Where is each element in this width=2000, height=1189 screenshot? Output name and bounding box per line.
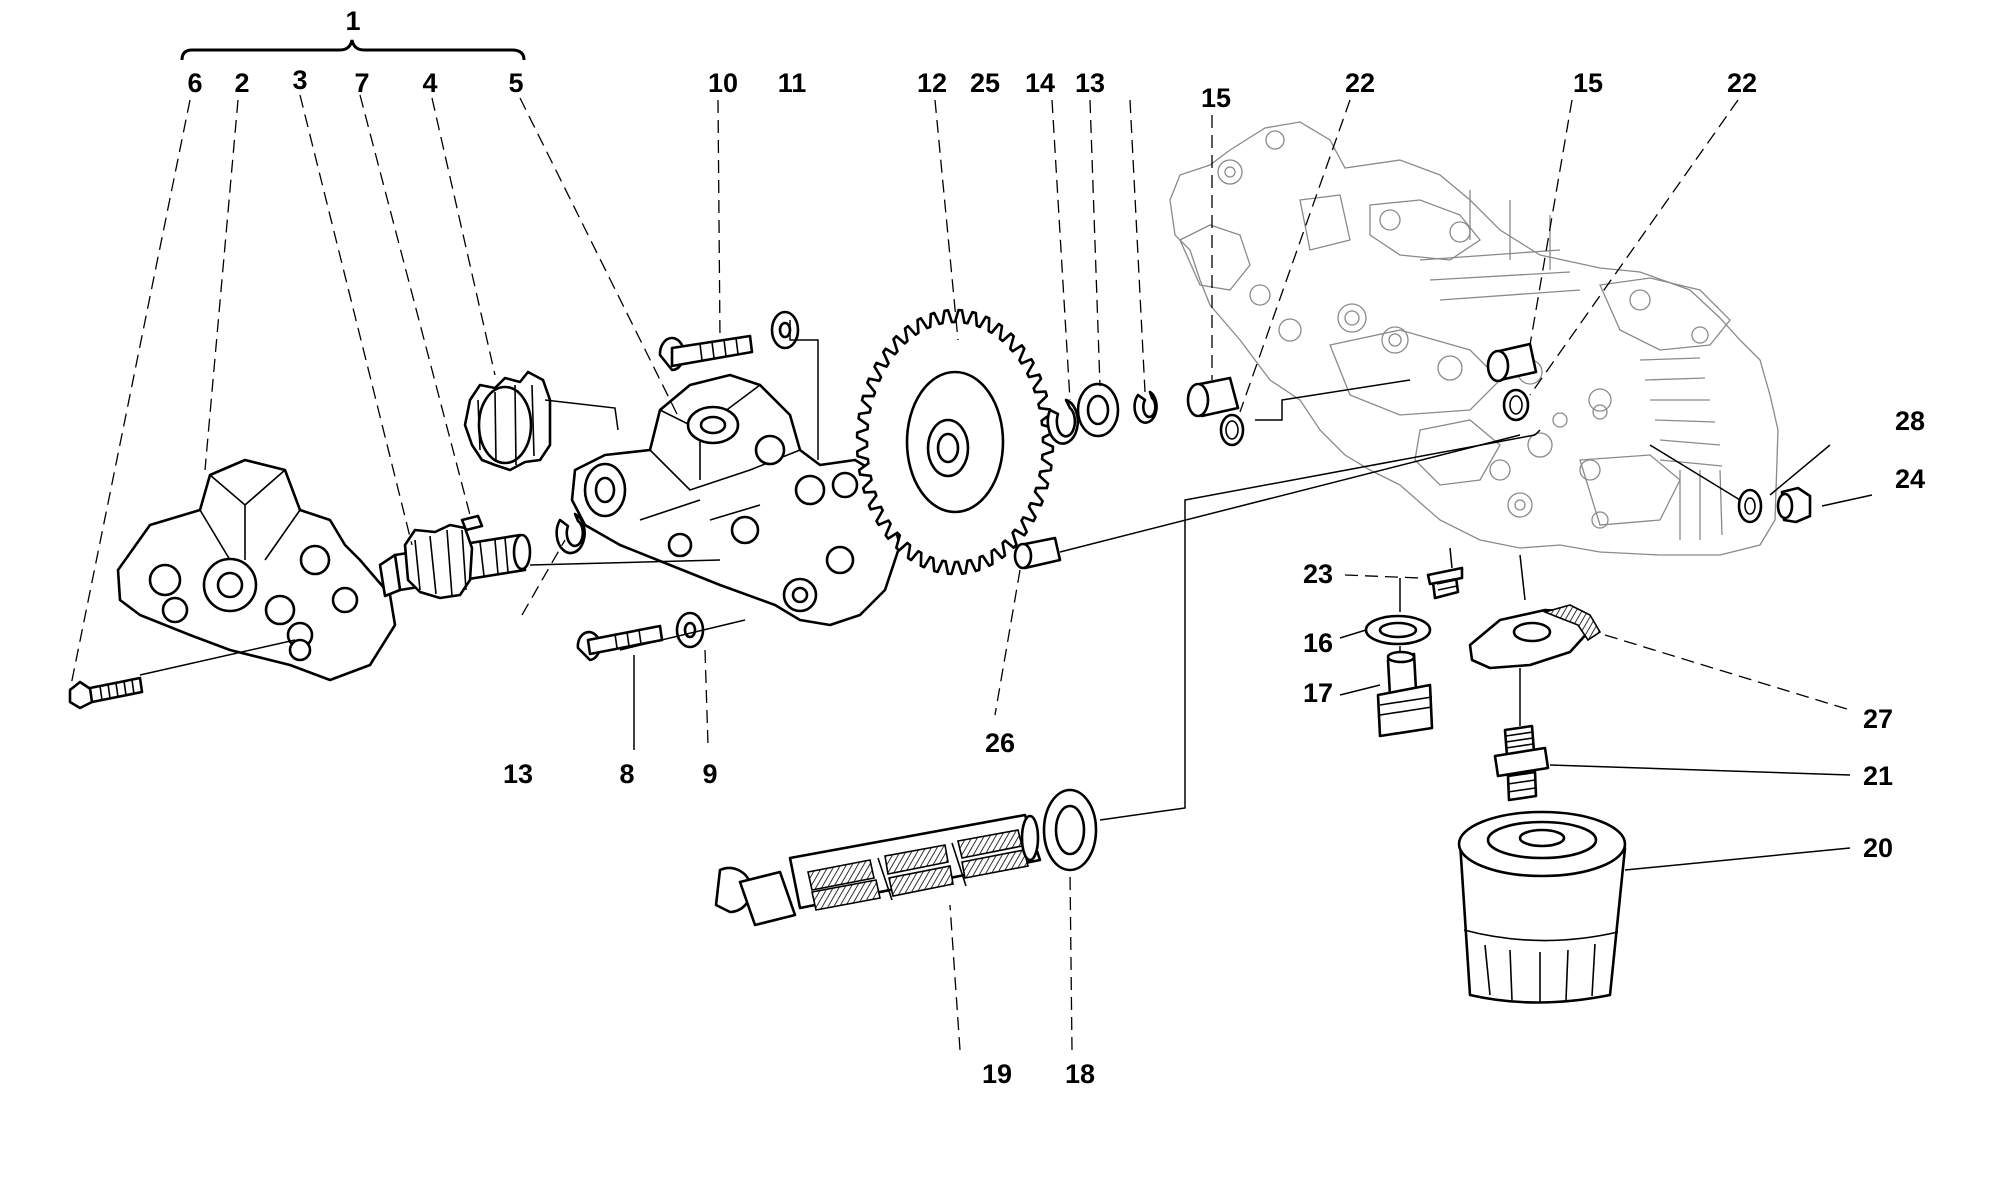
engine-crankcase-housing <box>1169 121 1779 556</box>
callout-27: 27 <box>1863 704 1893 734</box>
callout-6: 6 <box>187 68 202 98</box>
callout-9: 9 <box>702 759 717 789</box>
threaded-plug <box>1376 650 1434 738</box>
callout-1: 1 <box>345 6 360 36</box>
callout-28: 28 <box>1895 406 1925 436</box>
circlip <box>1046 398 1080 445</box>
callout-21: 21 <box>1863 761 1893 791</box>
plug-gasket <box>1364 614 1432 646</box>
callout-12: 12 <box>917 68 947 98</box>
small-plug <box>1426 566 1464 600</box>
callout-25: 25 <box>970 68 1000 98</box>
callout-11: 11 <box>778 68 807 98</box>
callout-14: 14 <box>1025 68 1055 98</box>
callout-16: 16 <box>1303 628 1333 658</box>
oil-strainer <box>714 813 1042 927</box>
pump-body-screw-upper <box>658 310 800 372</box>
callout-19: 19 <box>982 1059 1012 1089</box>
snap-ring-right <box>1133 390 1158 424</box>
bushing-right <box>1486 342 1538 383</box>
shaft-key <box>460 514 484 532</box>
o-ring-right <box>1502 388 1530 422</box>
o-ring-left <box>1219 413 1245 447</box>
strainer-gasket <box>1042 788 1098 872</box>
bushing-left <box>1186 376 1240 418</box>
snap-ring-left <box>555 512 586 555</box>
callout-17: 17 <box>1303 678 1333 708</box>
pump-body <box>570 373 902 627</box>
callout-7: 7 <box>354 68 369 98</box>
callout-15-right: 15 <box>1573 68 1603 98</box>
callout-13-bottom: 13 <box>503 759 533 789</box>
filter-nipple <box>1493 724 1550 802</box>
callout-10: 10 <box>708 68 738 98</box>
callout-15-left: 15 <box>1201 83 1231 113</box>
callout-20: 20 <box>1863 833 1893 863</box>
dowel-bushing <box>1013 536 1062 570</box>
oil-filter <box>1457 810 1627 1004</box>
callout-22-left: 22 <box>1345 68 1375 98</box>
idler-gear <box>463 370 552 472</box>
pump-body-screw-lower <box>576 611 705 662</box>
callout-8: 8 <box>619 759 634 789</box>
callout-13-top: 13 <box>1075 68 1105 98</box>
callout-24: 24 <box>1895 464 1925 494</box>
gear-washer <box>1076 382 1120 438</box>
drain-plug <box>1776 486 1812 524</box>
callout-3: 3 <box>292 65 307 95</box>
drive-gear <box>855 308 1055 576</box>
cover-screw <box>68 676 144 710</box>
drain-plug-washer <box>1737 488 1763 524</box>
callout-18: 18 <box>1065 1059 1095 1089</box>
callout-2: 2 <box>234 68 249 98</box>
callout-5: 5 <box>508 68 523 98</box>
filter-adapter-plate <box>1468 604 1602 670</box>
callout-22-right: 22 <box>1727 68 1757 98</box>
callout-4: 4 <box>422 68 437 98</box>
callout-23: 23 <box>1303 559 1333 589</box>
callout-26: 26 <box>985 728 1015 758</box>
callout-labels: 1 6 2 3 7 4 5 10 11 12 25 14 13 15 22 15… <box>187 6 1925 1089</box>
pump-shaft-gear <box>378 523 532 600</box>
leader-lines <box>69 39 1873 1051</box>
pump-cover <box>116 458 397 682</box>
